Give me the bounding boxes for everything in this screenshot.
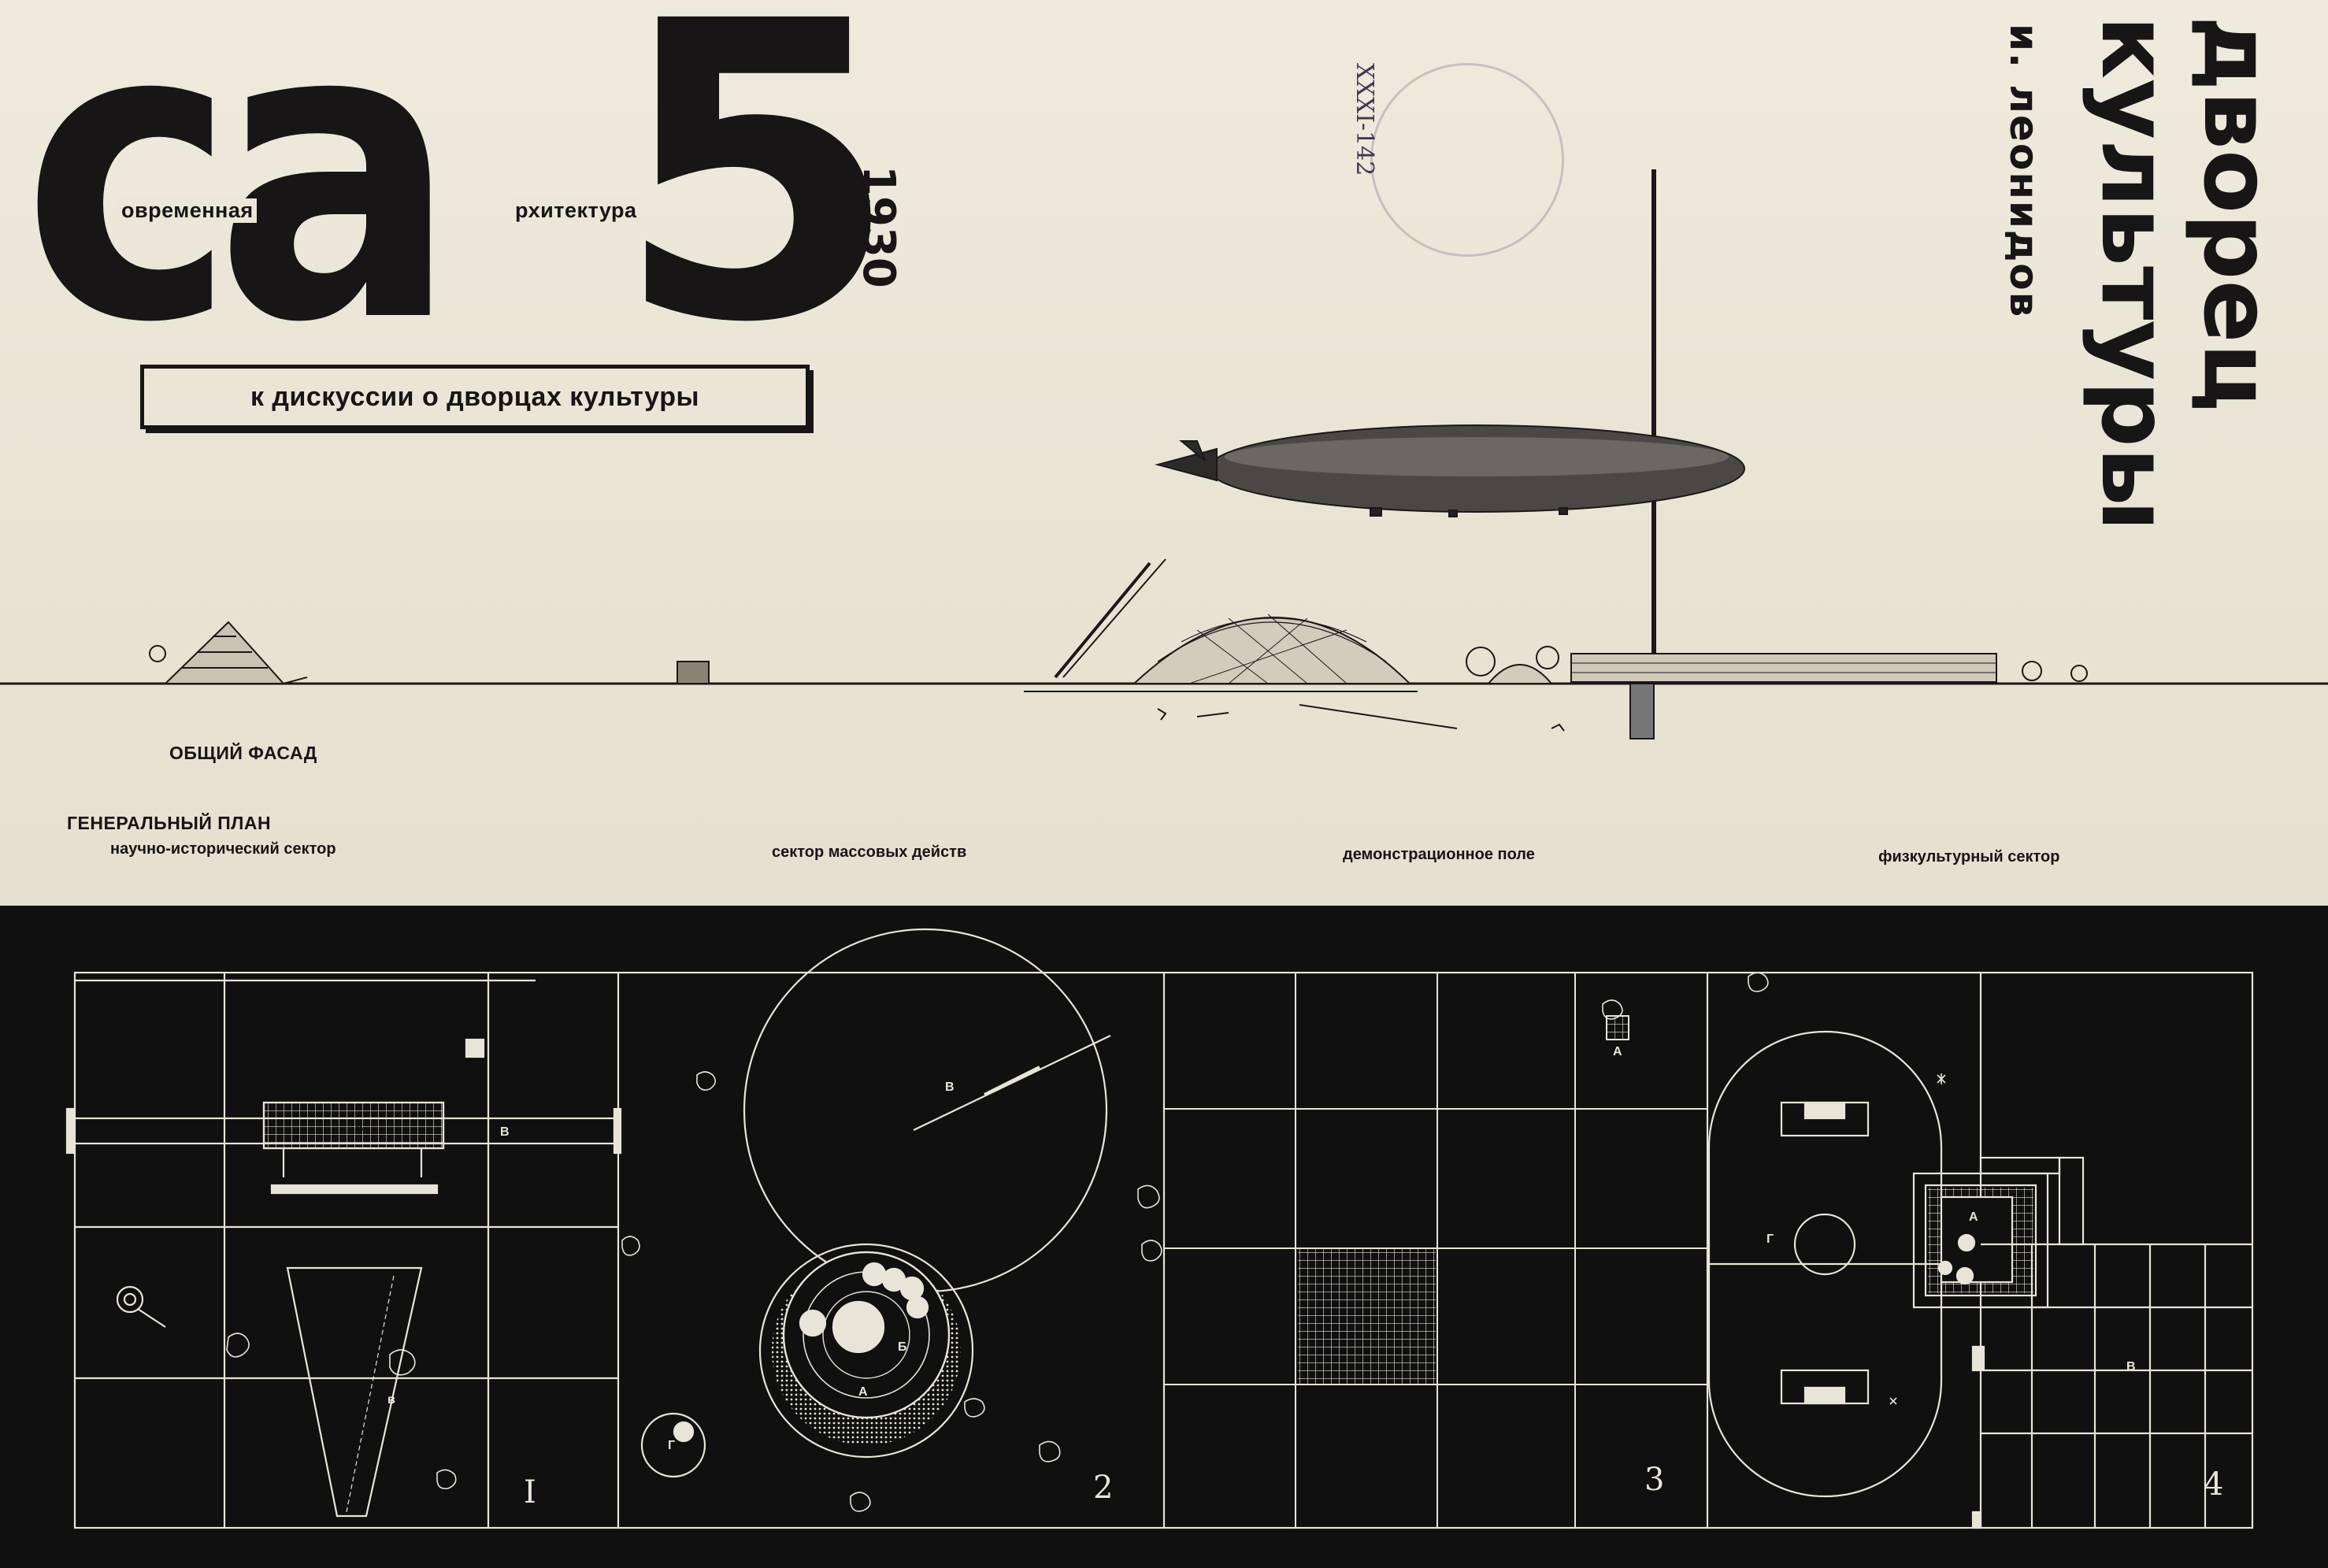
plan-letter-s4-v: В bbox=[2126, 1360, 2136, 1373]
sector-label-3: демонстрационное поле bbox=[1343, 846, 1535, 863]
facade-label: ОБЩИЙ ФАСАД bbox=[169, 743, 317, 763]
plan-letter-s2-a: А bbox=[858, 1385, 868, 1399]
sheet-number-3: 3 bbox=[1644, 1462, 1664, 1498]
plan-letter-s1-b: В bbox=[500, 1125, 510, 1139]
library-stamp bbox=[1370, 63, 1564, 257]
plan-letter-s1-a: А bbox=[354, 1120, 364, 1133]
magazine-logo: са bbox=[22, 0, 458, 412]
plan-letter-s2-v: В bbox=[945, 1081, 955, 1094]
sector-3-plan bbox=[1164, 973, 1707, 1528]
discussion-caption: к дискуссии о дворцах культуры bbox=[140, 365, 810, 429]
dome bbox=[1132, 613, 1412, 684]
general-facade-drawing bbox=[0, 169, 2328, 740]
long-building bbox=[1570, 653, 1997, 683]
plan-letter-s4-a: А bbox=[1969, 1210, 1978, 1224]
sector-label-1: научно-исторический сектор bbox=[110, 840, 336, 858]
sheet-number-2: 2 bbox=[1093, 1470, 1113, 1506]
plan-letter-s3-a: А bbox=[1613, 1045, 1622, 1058]
plan-letter-s2-b: Б bbox=[898, 1340, 907, 1354]
plan-letter-s2-g: Г bbox=[668, 1439, 675, 1452]
sector-1-plan bbox=[65, 973, 622, 1528]
sheet-number-1: I bbox=[524, 1474, 536, 1511]
sector-4-plan bbox=[1707, 972, 2252, 1529]
sector-label-2: сектор массовых действ bbox=[772, 843, 967, 861]
masthead-word-right: рхитектура bbox=[512, 198, 640, 223]
general-plan-drawing: А В в А Б В Г А А Г В I 2 3 4 bbox=[65, 928, 2254, 1529]
plan-letter-s1-v: в bbox=[387, 1393, 395, 1407]
sector-label-4: физкультурный сектор bbox=[1878, 848, 2060, 866]
plan-label: ГЕНЕРАЛЬНЫЙ ПЛАН bbox=[67, 813, 272, 833]
sheet-number-4: 4 bbox=[2204, 1466, 2223, 1503]
pyramid bbox=[163, 621, 308, 684]
plan-letter-s4-g: Г bbox=[1766, 1233, 1774, 1246]
zeppelin bbox=[1155, 424, 1745, 517]
issue-number: 5 bbox=[614, 0, 899, 412]
masthead-word-left: овременная bbox=[118, 198, 257, 223]
paper-background bbox=[0, 0, 2328, 906]
sector-2-plan bbox=[621, 928, 1162, 1512]
